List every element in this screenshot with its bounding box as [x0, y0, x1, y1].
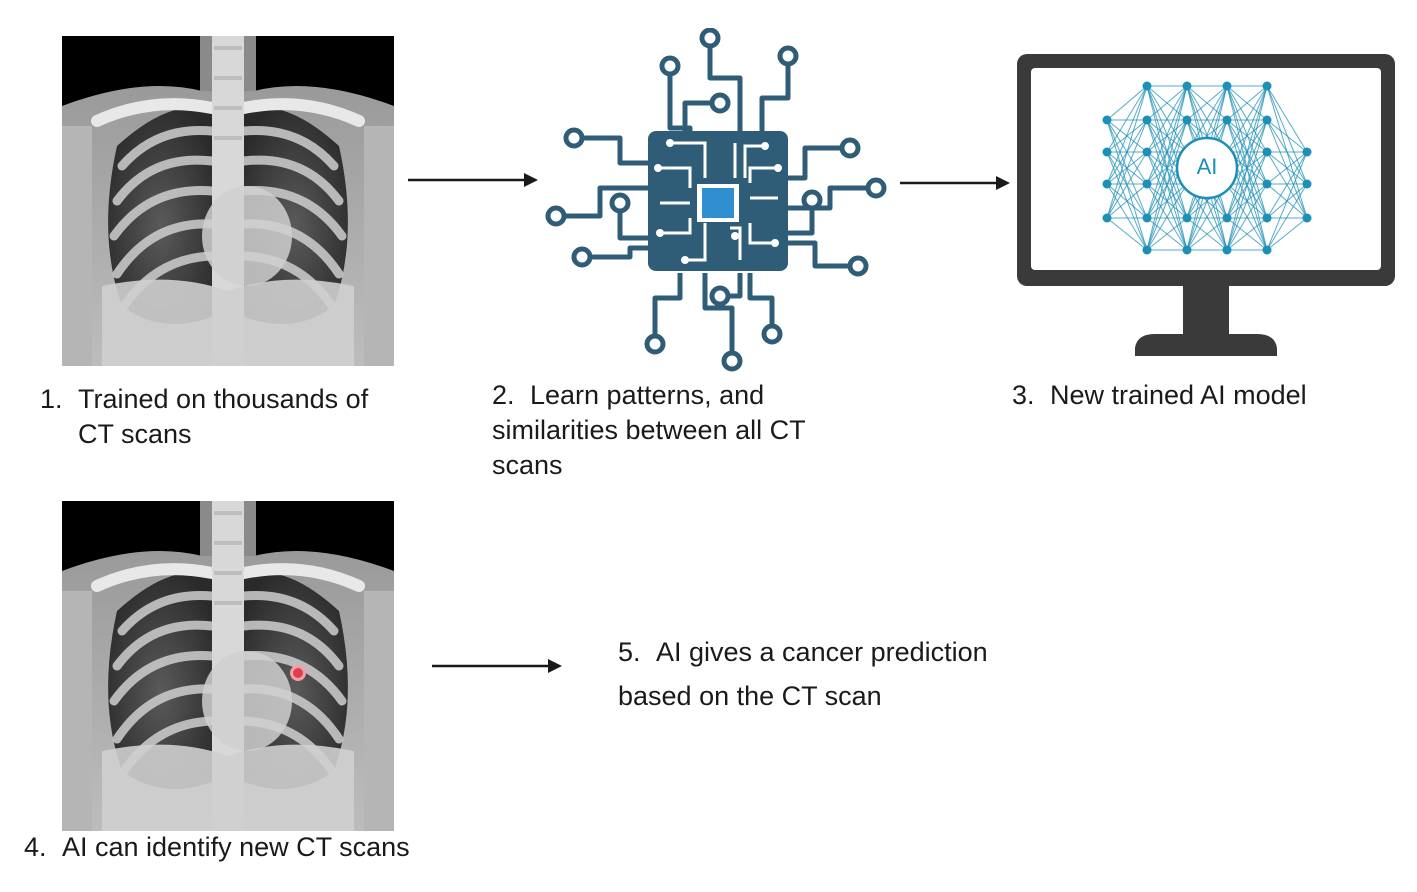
- network-node: [1182, 213, 1192, 223]
- network-node: [1142, 81, 1152, 91]
- step-4-caption: 4. AI can identify new CT scans: [24, 830, 464, 865]
- network-node: [1302, 213, 1312, 223]
- step-number: 5.: [618, 637, 641, 667]
- arrow-right-icon: [900, 176, 1010, 190]
- step-number: 3.: [1012, 380, 1035, 410]
- arrow-right-icon: [408, 173, 538, 187]
- network-node: [1222, 213, 1232, 223]
- neural-network-icon: [1102, 81, 1312, 255]
- step-3-caption: 3. New trained AI model: [1012, 378, 1392, 413]
- network-node: [1102, 115, 1112, 125]
- step-text: Trained on thousands of: [78, 384, 369, 414]
- xray-new-scan-image: [62, 501, 394, 831]
- network-node: [1262, 213, 1272, 223]
- step-number: 2.: [492, 380, 515, 410]
- step-text: scans: [492, 450, 563, 480]
- network-node: [1142, 245, 1152, 255]
- network-node: [1182, 81, 1192, 91]
- ai-label: AI: [1196, 154, 1218, 179]
- network-node: [1262, 147, 1272, 157]
- step-text: CT scans: [78, 419, 192, 449]
- step-number: 1.: [40, 384, 63, 414]
- network-node: [1142, 147, 1152, 157]
- network-node: [1102, 179, 1112, 189]
- xray-training-image: [62, 36, 394, 366]
- network-node: [1222, 245, 1232, 255]
- monitor-icon: AI: [1015, 52, 1397, 362]
- step-2-caption: 2. Learn patterns, and similarities betwe…: [492, 378, 872, 483]
- network-node: [1302, 147, 1312, 157]
- step-text: AI can identify new CT scans: [62, 832, 410, 862]
- network-node: [1262, 81, 1272, 91]
- network-node: [1222, 81, 1232, 91]
- network-node: [1262, 115, 1272, 125]
- circuit-chip-icon: [545, 28, 887, 372]
- step-text: New trained AI model: [1050, 380, 1307, 410]
- step-text: AI gives a cancer prediction: [656, 637, 988, 667]
- network-node: [1302, 179, 1312, 189]
- network-node: [1102, 213, 1112, 223]
- step-text: Learn patterns, and: [530, 380, 765, 410]
- network-node: [1222, 115, 1232, 125]
- arrow-right-icon: [432, 659, 562, 673]
- tumor-marker-icon: [290, 665, 306, 681]
- network-node: [1142, 179, 1152, 189]
- network-node: [1142, 213, 1152, 223]
- network-node: [1182, 245, 1192, 255]
- step-5-caption: 5. AI gives a cancer prediction based on …: [618, 630, 1058, 718]
- network-node: [1262, 245, 1272, 255]
- step-1-caption: 1. Trained on thousands of CT scans: [40, 382, 420, 452]
- step-text: based on the CT scan: [618, 681, 882, 711]
- step-text: similarities between all CT: [492, 415, 806, 445]
- step-number: 4.: [24, 832, 47, 862]
- network-node: [1142, 115, 1152, 125]
- ai-badge-icon: [1175, 136, 1239, 200]
- network-node: [1182, 115, 1192, 125]
- network-node: [1262, 179, 1272, 189]
- network-node: [1102, 147, 1112, 157]
